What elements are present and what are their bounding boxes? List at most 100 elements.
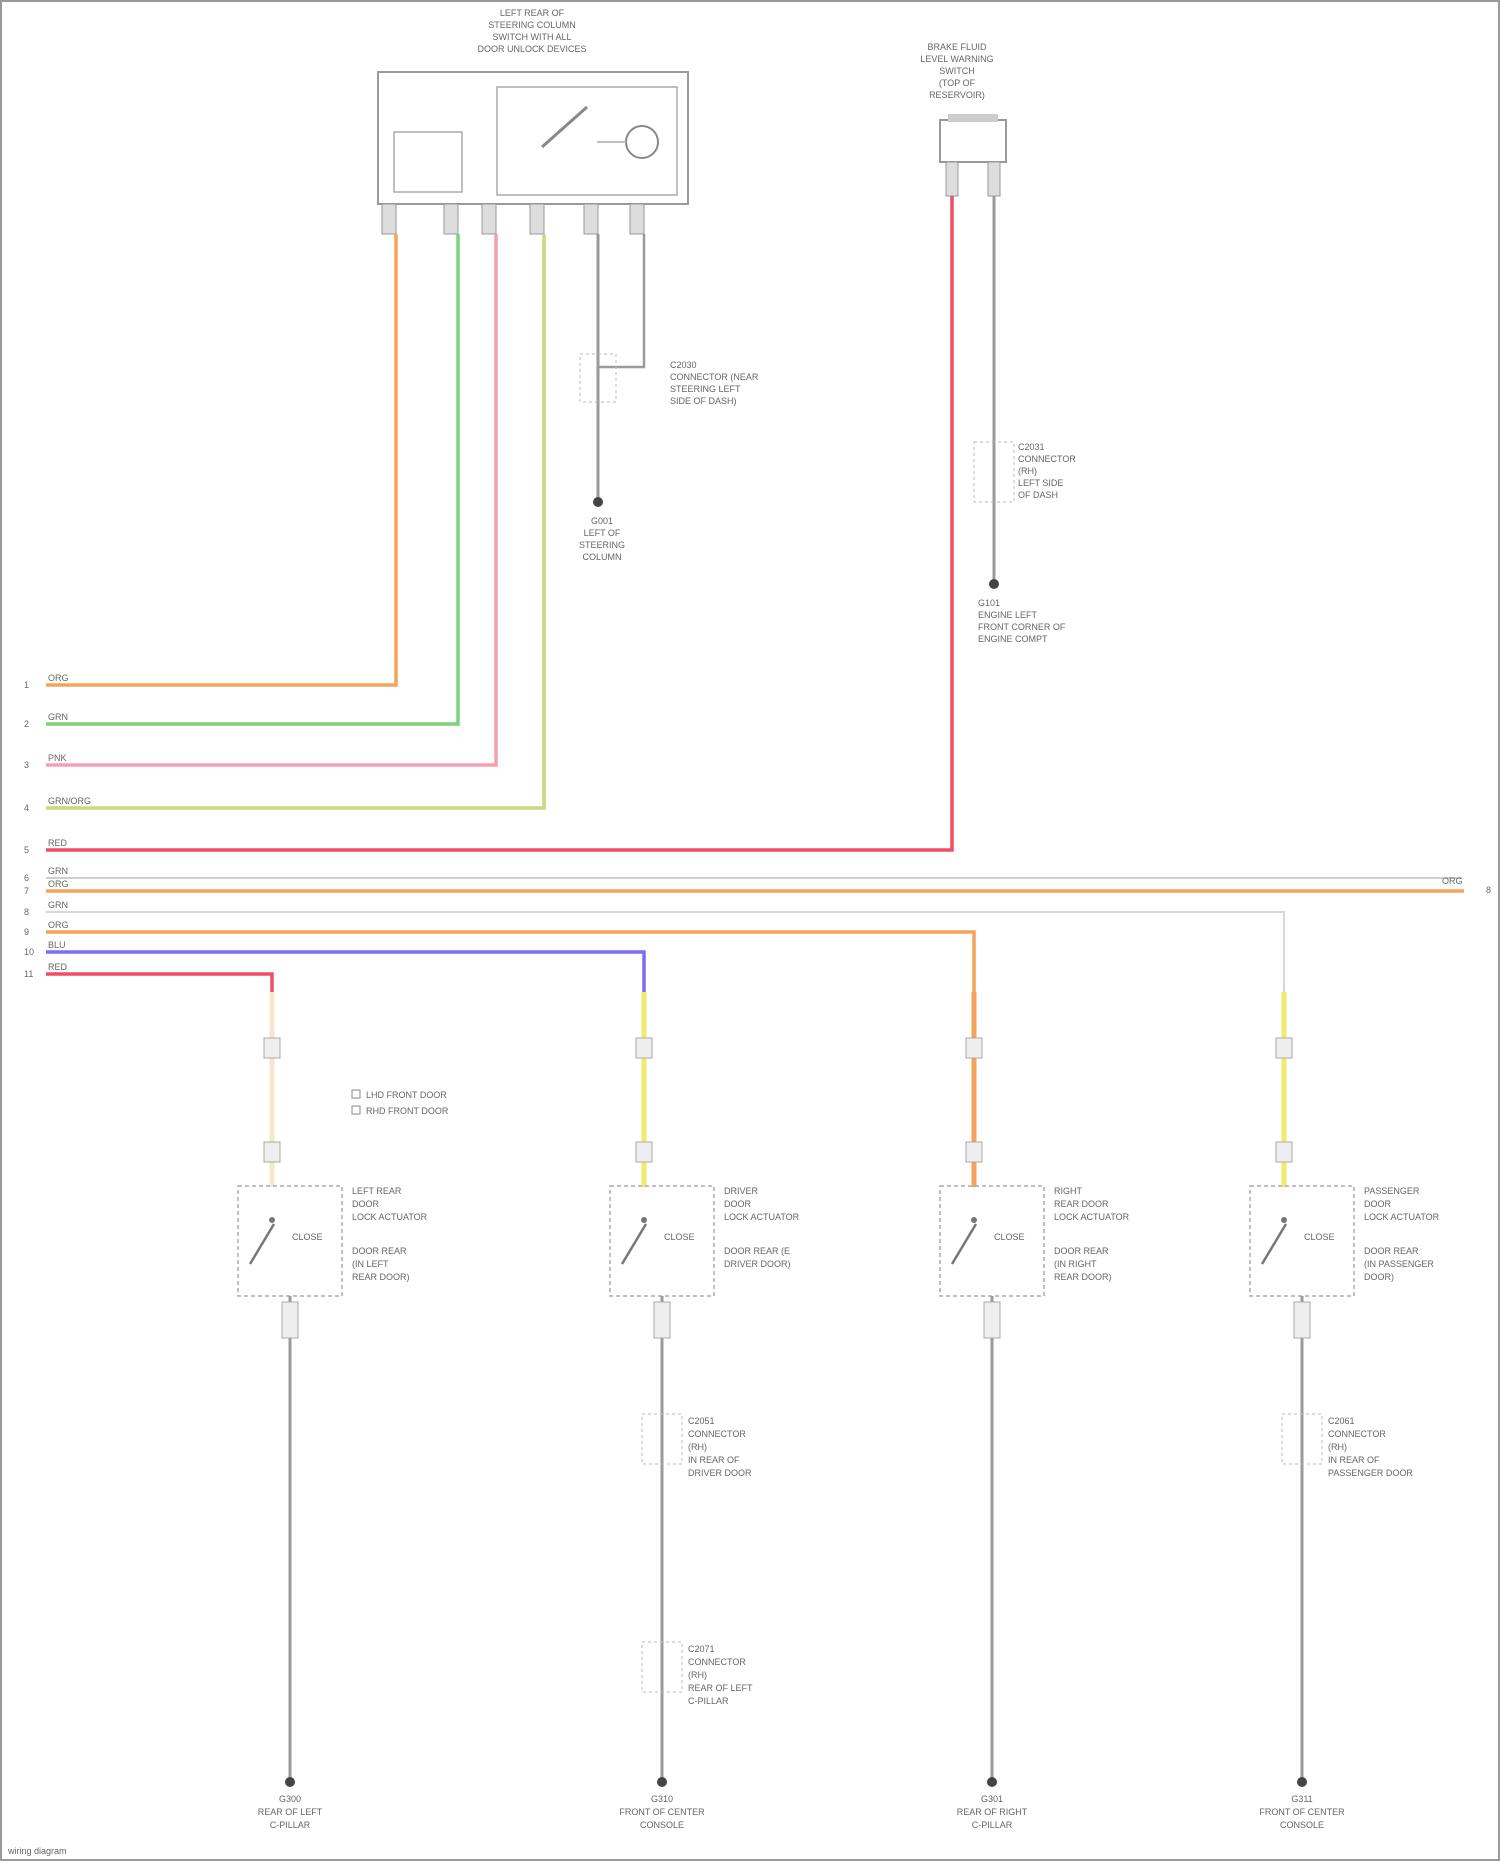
svg-text:(RH): (RH) [1018, 466, 1037, 476]
left-wire-number-6: 6 [24, 873, 29, 883]
svg-text:CONNECTOR: CONNECTOR [1018, 454, 1076, 464]
left-wire-number-11: 11 [24, 969, 33, 979]
switch-description: (IN RIGHT [1054, 1259, 1097, 1269]
left-wire-number-8: 8 [24, 907, 29, 917]
left-wire-number-5: 5 [24, 845, 29, 855]
switch-box [610, 1186, 714, 1296]
left-wire-code-11: RED [48, 962, 68, 972]
svg-text:RESERVOIR): RESERVOIR) [929, 90, 985, 100]
switch-box [238, 1186, 342, 1296]
ground-label: C-PILLAR [972, 1820, 1013, 1830]
inline-connector-label: C2061 [1328, 1416, 1355, 1426]
legend: LHD FRONT DOOR RHD FRONT DOOR [352, 1090, 449, 1116]
switch-title: DOOR [1364, 1199, 1392, 1209]
left-wire-code-10: BLU [48, 940, 66, 950]
svg-text:STEERING: STEERING [579, 540, 625, 550]
switch-contact [250, 1224, 274, 1264]
inline-connector-label: (RH) [688, 1670, 707, 1680]
inline-connector-label: C2071 [688, 1644, 715, 1654]
wire-orange-9 [46, 932, 974, 1177]
left-wire-code-9: ORG [48, 920, 69, 930]
left-wire-code-7: ORG [48, 879, 69, 889]
ground-label: REAR OF RIGHT [957, 1807, 1028, 1817]
ground-label: C-PILLAR [270, 1820, 311, 1830]
svg-text:ENGINE LEFT: ENGINE LEFT [978, 610, 1038, 620]
inline-connector-label: CONNECTOR [688, 1429, 746, 1439]
feed-connector [966, 1142, 982, 1162]
switch-title: LOCK ACTUATOR [1054, 1212, 1130, 1222]
switch-description: DOOR REAR [1054, 1246, 1109, 1256]
left-wire-code-4: GRN/ORG [48, 796, 91, 806]
wire-yg-4 [46, 234, 544, 808]
main-module-title-3: SWITCH WITH ALL [492, 32, 571, 42]
brake-fluid-switch: BRAKE FLUID LEVEL WARNING SWITCH (TOP OF… [920, 42, 1006, 196]
svg-text:CONNECTOR (NEAR: CONNECTOR (NEAR [670, 372, 759, 382]
svg-text:C2030: C2030 [670, 360, 697, 370]
left-wire-code-5: RED [48, 838, 68, 848]
left-wire-number-2: 2 [24, 719, 29, 729]
inline-connector-label: PASSENGER DOOR [1328, 1468, 1413, 1478]
switch-title: RIGHT [1054, 1186, 1083, 1196]
switch-title: DRIVER [724, 1186, 759, 1196]
inline-connector-label: DRIVER DOOR [688, 1468, 752, 1478]
svg-text:LEFT OF: LEFT OF [584, 528, 621, 538]
svg-text:SIDE OF DASH): SIDE OF DASH) [670, 396, 737, 406]
inline-connector-label: CONNECTOR [1328, 1429, 1386, 1439]
ground-connector [1294, 1302, 1310, 1338]
switch-box [1250, 1186, 1354, 1296]
switch-title: LOCK ACTUATOR [352, 1212, 428, 1222]
left-wire-code-6: GRN [48, 866, 68, 876]
ground-connector [984, 1302, 1000, 1338]
wire-red-5 [46, 196, 952, 850]
ground-label: REAR OF LEFT [258, 1807, 323, 1817]
inline-connector-label: (RH) [688, 1442, 707, 1452]
switch-pivot [269, 1217, 275, 1223]
ground-connector [282, 1302, 298, 1338]
feed-connector [264, 1142, 280, 1162]
switch-title: REAR DOOR [1054, 1199, 1109, 1209]
switch-description: (IN PASSENGER [1364, 1259, 1434, 1269]
switch-title: PASSENGER [1364, 1186, 1420, 1196]
main-module: LEFT REAR OF STEERING COLUMN SWITCH WITH… [378, 8, 688, 234]
main-module-title-2: STEERING COLUMN [488, 20, 576, 30]
feed-connector [636, 1038, 652, 1058]
ground-label: CONSOLE [640, 1820, 684, 1830]
switch-title: LOCK ACTUATOR [724, 1212, 800, 1222]
switch-state-label: CLOSE [1304, 1232, 1335, 1242]
ground-label: CONSOLE [1280, 1820, 1324, 1830]
left-wire-code-2: GRN [48, 712, 68, 722]
left-wire-code-1: ORG [48, 673, 69, 683]
wire-blue-10 [46, 952, 644, 1032]
left-wire-number-4: 4 [24, 803, 29, 813]
switch-description: REAR DOOR) [352, 1272, 410, 1282]
inline-connector-label: C-PILLAR [688, 1696, 729, 1706]
switch-contact [622, 1224, 646, 1264]
connector-label-right: C2031 CONNECTOR (RH) LEFT SIDE OF DASH [1018, 442, 1076, 500]
switch-title: DOOR [724, 1199, 752, 1209]
svg-text:STEERING LEFT: STEERING LEFT [670, 384, 741, 394]
svg-text:COLUMN: COLUMN [582, 552, 621, 562]
ground-symbol [657, 1777, 667, 1787]
left-wire-code-8: GRN [48, 900, 68, 910]
svg-text:G001: G001 [591, 516, 613, 526]
svg-text:SWITCH: SWITCH [939, 66, 975, 76]
svg-text:8: 8 [1486, 885, 1491, 895]
switch-description: REAR DOOR) [1054, 1272, 1112, 1282]
ground-symbol [1297, 1777, 1307, 1787]
left-wire-number-7: 7 [24, 886, 29, 896]
ground-label-mid: G001 LEFT OF STEERING COLUMN [579, 516, 625, 562]
svg-text:BRAKE FLUID: BRAKE FLUID [927, 42, 987, 52]
switch-state-label: CLOSE [664, 1232, 695, 1242]
inline-connector-label: (RH) [1328, 1442, 1347, 1452]
inline-connector-label: C2051 [688, 1416, 715, 1426]
svg-text:G101: G101 [978, 598, 1000, 608]
left-wire-number-3: 3 [24, 760, 29, 770]
ground-symbol-right [989, 579, 999, 589]
switch-description: DOOR REAR [1364, 1246, 1419, 1256]
svg-text:LEVEL WARNING: LEVEL WARNING [920, 54, 993, 64]
ground-label: G300 [279, 1794, 301, 1804]
